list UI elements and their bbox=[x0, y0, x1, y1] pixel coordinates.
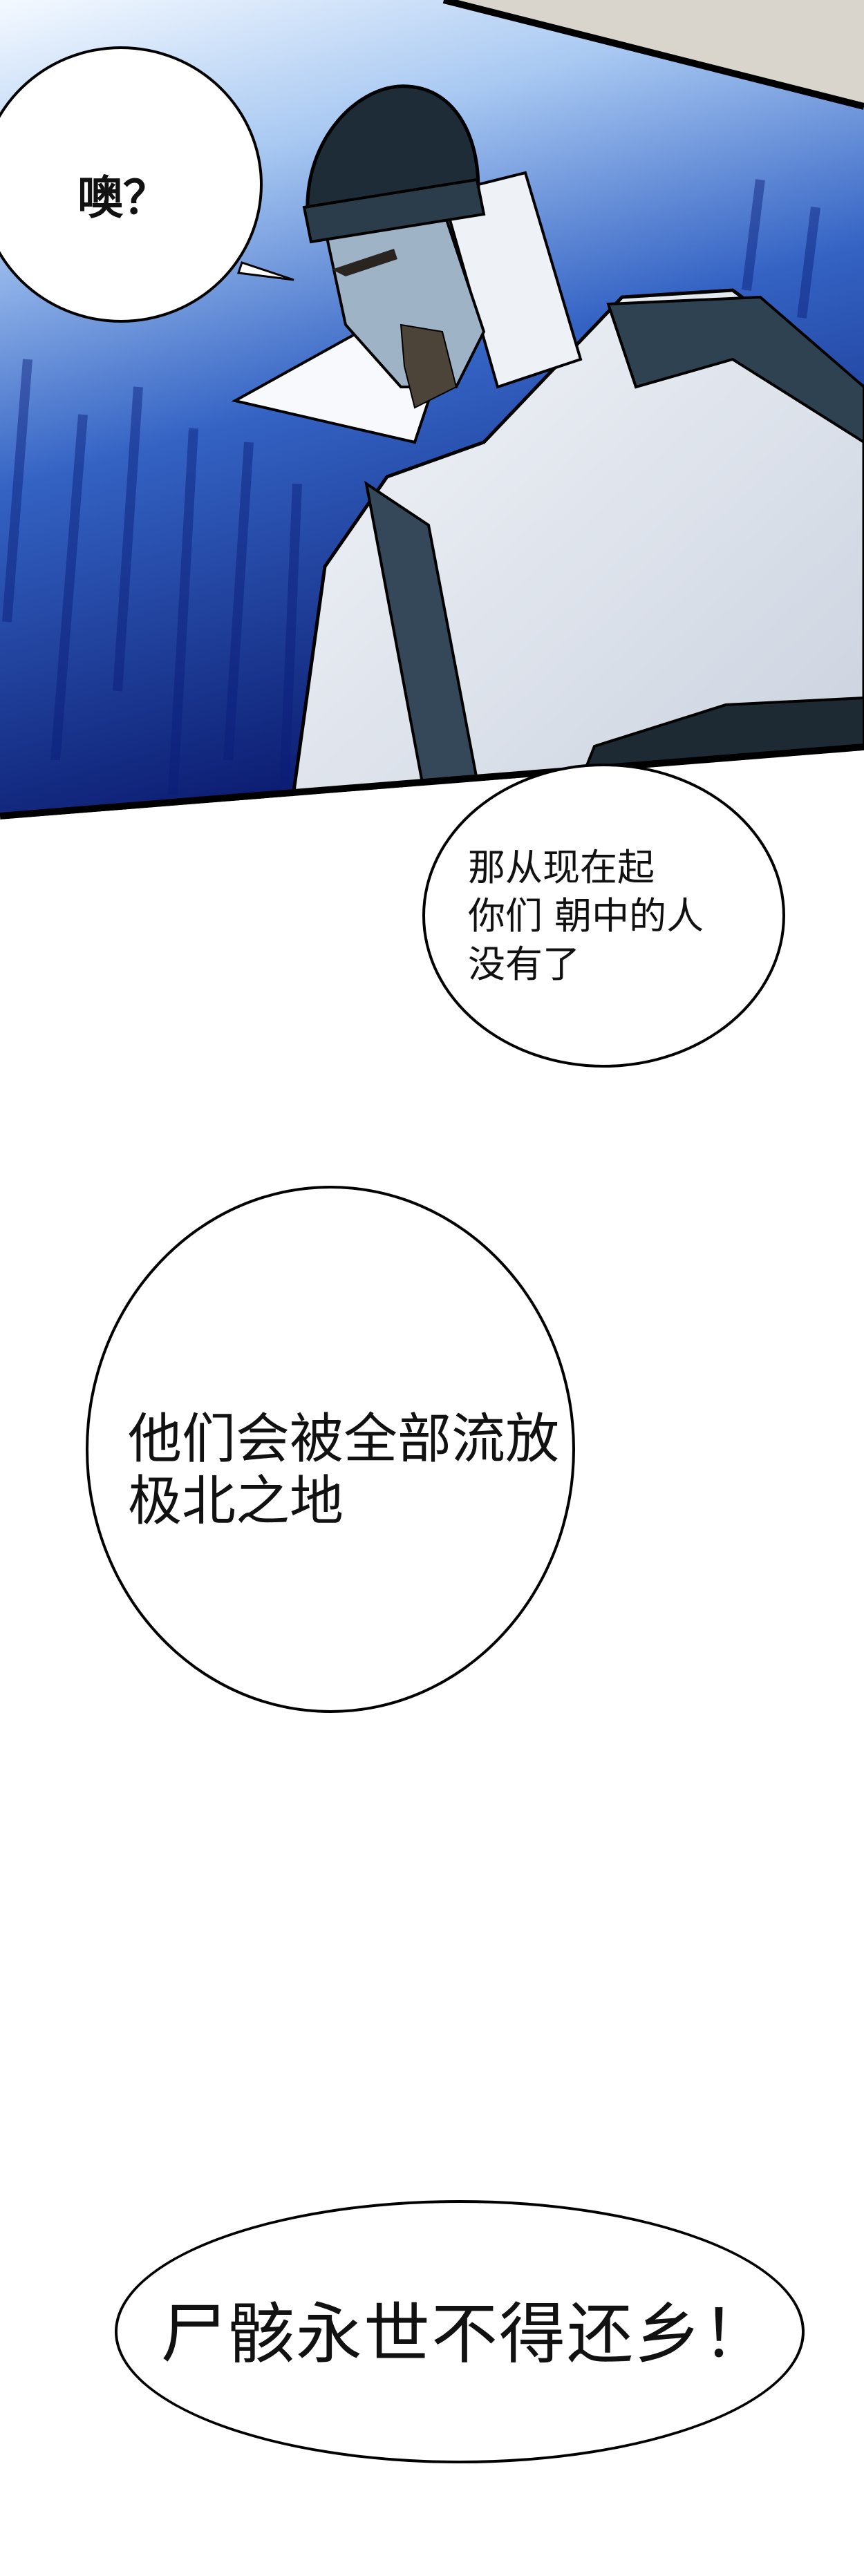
bubble-2-line-2: 你们 朝中的人 bbox=[468, 894, 704, 938]
speech-bubble-4 bbox=[115, 2200, 805, 2463]
bubble-1-text: 噢？ bbox=[77, 171, 169, 225]
bubble-4-text: 尸骸永世不得还乡！ bbox=[160, 2295, 770, 2373]
bubble-3-line-2: 极北之地 bbox=[128, 1470, 344, 1533]
bubble-3-line-1: 他们会被全部流放 bbox=[128, 1408, 560, 1470]
bubble-2-line-1: 那从现在起 bbox=[468, 846, 655, 889]
bubble-2-line-3: 没有了 bbox=[468, 943, 580, 986]
speech-bubble-3 bbox=[86, 1186, 575, 1713]
speech-bubble-1 bbox=[0, 46, 263, 323]
speech-bubble-2 bbox=[422, 764, 785, 1068]
